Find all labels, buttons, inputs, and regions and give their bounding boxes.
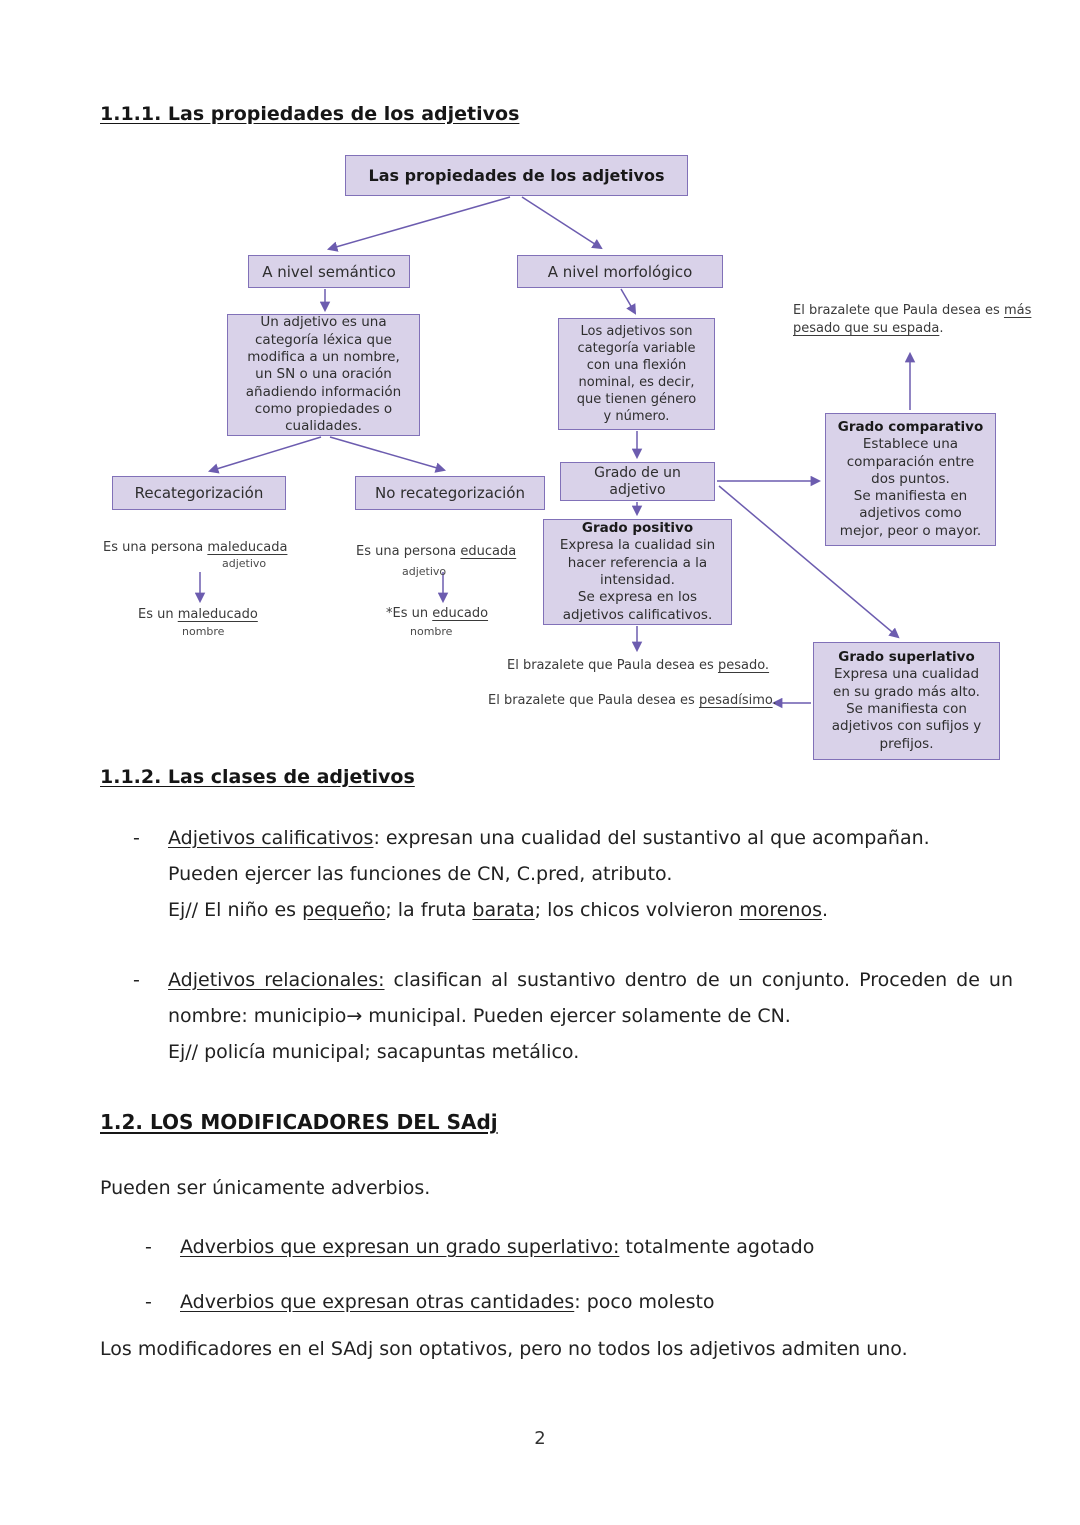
example-maleducada: Es una persona maleducada [103, 540, 288, 555]
arrow-morfologico-to-def [620, 288, 637, 315]
node-grado-positivo: Grado positivo Expresa la cualidad sin h… [543, 519, 732, 625]
grado-positivo-body: Expresa la cualidad sin hacer referencia… [559, 537, 716, 623]
bullet-dash: - [133, 969, 140, 991]
bullet-dash: - [145, 1291, 152, 1313]
bullet-calificativos: - Adjetivos calificativos: expresan una … [133, 820, 1013, 928]
bullet-dash: - [145, 1236, 152, 1258]
bullet-relacionales: - Adjetivos relacionales: clasifican al … [133, 962, 1013, 1070]
node-nivel-morfologico: A nivel morfológico [517, 255, 723, 288]
node-no-recategorizacion: No recategorización [355, 476, 545, 510]
bullet-line: Adverbios que expresan otras cantidades:… [180, 1291, 715, 1313]
bullet-line: Adjetivos calificativos: expresan una cu… [168, 827, 930, 849]
bullet-content: Adjetivos relacionales: clasifican al su… [168, 962, 1013, 1070]
example-superlativo: El brazalete que Paula desea es pesadísi… [488, 693, 777, 708]
label-adjetivo-1: adjetivo [222, 557, 267, 570]
example-maleducado: Es un maleducado [138, 607, 258, 622]
bullet-line: Ej// El niño es pequeño; la fruta barata… [168, 899, 829, 921]
node-grado-comparativo: Grado comparativo Establece una comparac… [825, 413, 996, 546]
bullet-adverbios-superlativo: - Adverbios que expresan un grado superl… [145, 1229, 1025, 1265]
grado-positivo-title: Grado positivo [581, 520, 694, 537]
example-comparativo: El brazalete que Paula desea es más pesa… [793, 303, 1032, 336]
arrow-root-to-semantico [326, 196, 511, 252]
arrow-def-to-norecat [329, 436, 447, 473]
heading-modificadores: 1.2. LOS MODIFICADORES DEL SAdj [100, 1110, 498, 1134]
bullet-adverbios-cantidades: - Adverbios que expresan otras cantidade… [145, 1284, 1025, 1320]
grado-superlativo-title: Grado superlativo [838, 649, 975, 666]
bullet-line: Adverbios que expresan un grado superlat… [180, 1236, 815, 1258]
bullet-line: Pueden ejercer las funciones de CN, C.pr… [168, 863, 673, 885]
node-root: Las propiedades de los adjetivos [345, 155, 688, 196]
bullet-dash: - [133, 827, 140, 849]
grado-superlativo-body: Expresa una cualidad en su grado más alt… [831, 666, 982, 752]
modificadores-outro: Los modificadores en el SAdj son optativ… [100, 1338, 908, 1360]
page-number: 2 [534, 1428, 546, 1449]
node-recategorizacion: Recategorización [112, 476, 286, 510]
heading-clases: 1.1.2. Las clases de adjetivos [100, 766, 415, 788]
node-definicion-semantica: Un adjetivo es una categoría léxica que … [227, 314, 420, 436]
modificadores-intro: Pueden ser únicamente adverbios. [100, 1177, 431, 1199]
grado-comparativo-title: Grado comparativo [837, 418, 984, 435]
label-adjetivo-2: adjetivo [402, 565, 447, 578]
node-definicion-morfologica: Los adjetivos son categoría variable con… [558, 318, 715, 430]
arrow-def-to-recat [207, 436, 322, 474]
node-nivel-semantico: A nivel semántico [248, 255, 410, 288]
arrow-root-to-morfologico [521, 196, 603, 250]
heading-propiedades: 1.1.1. Las propiedades de los adjetivos [100, 103, 520, 125]
grado-comparativo-body: Establece una comparación entre dos punt… [839, 436, 982, 539]
node-grado-superlativo: Grado superlativo Expresa una cualidad e… [813, 642, 1000, 760]
bullet-content: Adjetivos calificativos: expresan una cu… [168, 820, 1013, 928]
example-positivo: El brazalete que Paula desea es pesado. [507, 658, 770, 673]
bullet-line: Adjetivos relacionales: clasifican al su… [168, 969, 1013, 1027]
example-educado: *Es un educado [386, 606, 489, 621]
bullet-line: Ej// policía municipal; sacapuntas metál… [168, 1041, 580, 1063]
example-educada: Es una persona educada [356, 544, 517, 559]
label-nombre-2: nombre [410, 625, 453, 638]
node-grado-adjetivo: Grado de un adjetivo [560, 462, 715, 501]
label-nombre-1: nombre [182, 625, 225, 638]
